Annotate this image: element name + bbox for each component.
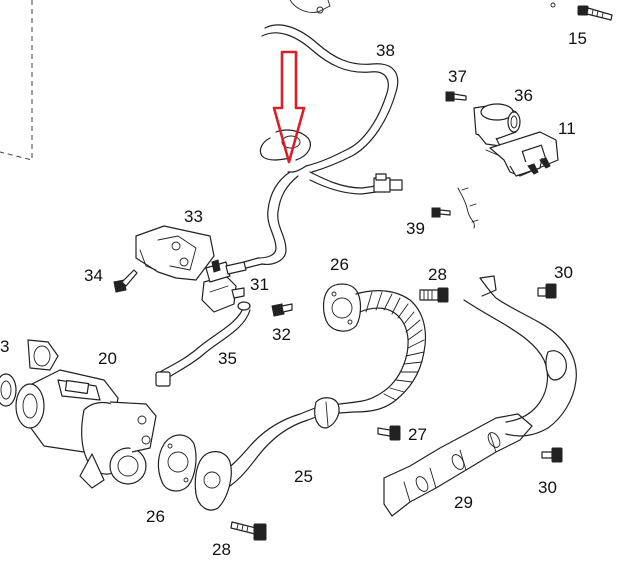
callout-26-lower: 26 — [146, 507, 165, 526]
callout-28-upper: 28 — [428, 265, 447, 284]
sensor-36 — [473, 103, 521, 147]
vacuum-line-to-valve — [243, 171, 299, 269]
callout-36: 36 — [514, 86, 533, 105]
callout-34: 34 — [84, 266, 103, 285]
callout-28-lower: 28 — [212, 540, 231, 559]
bracket-11 — [485, 131, 559, 177]
callout-labels: 15 38 37 36 11 39 33 34 31 26 28 30 32 2… — [0, 29, 587, 559]
callout-35: 35 — [218, 349, 237, 368]
callout-30-upper: 30 — [554, 263, 573, 282]
callout-26-upper: 26 — [330, 255, 349, 274]
callout-15: 15 — [568, 29, 587, 48]
callout-32: 32 — [272, 325, 291, 344]
bolt-32 — [271, 303, 293, 317]
bolt-28-lower — [230, 521, 267, 541]
callout-39: 39 — [406, 219, 425, 238]
screw-37 — [445, 91, 467, 102]
egr-valve-20 — [0, 339, 157, 489]
bolt-30-lower — [541, 447, 563, 463]
pipe-flange-lower — [194, 451, 232, 511]
callout-31: 31 — [250, 275, 269, 294]
callout-29: 29 — [454, 493, 473, 512]
callout-25: 25 — [294, 467, 313, 486]
solenoid-valve-31 — [201, 259, 247, 313]
highlight-arrow — [272, 50, 306, 164]
callout-3: 3 — [0, 337, 9, 356]
gasket-26-lower — [157, 434, 197, 492]
bracket-pipe-29 — [383, 275, 577, 517]
egr-pipe-25 — [213, 290, 427, 493]
gasket-26-upper — [322, 283, 362, 332]
clip-39-detail — [457, 187, 479, 229]
callout-38: 38 — [376, 41, 395, 60]
bolt-27 — [377, 425, 401, 441]
hose-35 — [155, 301, 251, 387]
callout-20: 20 — [98, 349, 117, 368]
vacuum-hose-38 — [259, 24, 403, 195]
small-dot — [550, 2, 556, 8]
bolt-34 — [113, 269, 138, 293]
bolt-30-upper — [537, 283, 557, 299]
callout-33: 33 — [184, 207, 203, 226]
callout-37: 37 — [448, 67, 467, 86]
section-boundary — [0, 0, 33, 161]
bolt-28-upper — [419, 287, 449, 303]
callout-11: 11 — [558, 119, 576, 138]
bracket-33 — [135, 225, 215, 281]
bolt-15 — [577, 5, 613, 21]
top-bracket-fragment — [289, 0, 331, 14]
bolt-39 — [431, 207, 451, 218]
callout-27: 27 — [408, 425, 427, 444]
callout-30-lower: 30 — [538, 478, 557, 497]
